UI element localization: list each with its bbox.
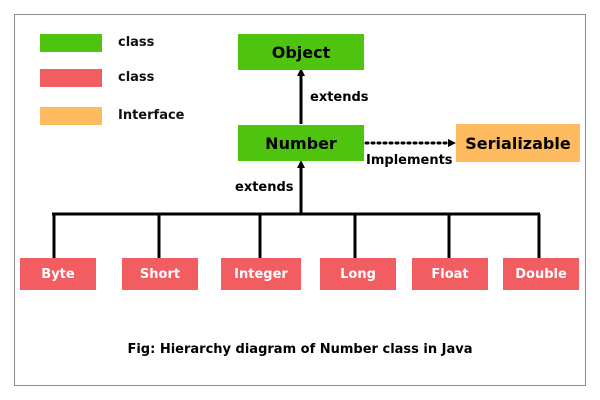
short-class-node: Short (122, 258, 198, 290)
legend-swatch-red-class (40, 69, 102, 87)
implements-label: Implements (366, 153, 453, 168)
legend-swatch-interface (40, 107, 102, 125)
double-class-node: Double (503, 258, 579, 290)
legend-swatch-green-class (40, 34, 102, 52)
legend-label-red-class: class (118, 70, 155, 85)
serializable-interface-node: Serializable (456, 124, 580, 162)
extends-label-object: extends (310, 90, 369, 105)
figure-caption: Fig: Hierarchy diagram of Number class i… (127, 342, 473, 357)
legend-label-interface: Interface (118, 108, 185, 123)
integer-class-node: Integer (221, 258, 301, 290)
extends-label-number: extends (235, 180, 294, 195)
legend-label-green-class: class (118, 35, 155, 50)
number-class-node: Number (238, 125, 364, 161)
diagram-frame (14, 14, 586, 386)
byte-class-node: Byte (20, 258, 96, 290)
long-class-node: Long (320, 258, 396, 290)
float-class-node: Float (412, 258, 488, 290)
object-class-node: Object (238, 34, 364, 70)
